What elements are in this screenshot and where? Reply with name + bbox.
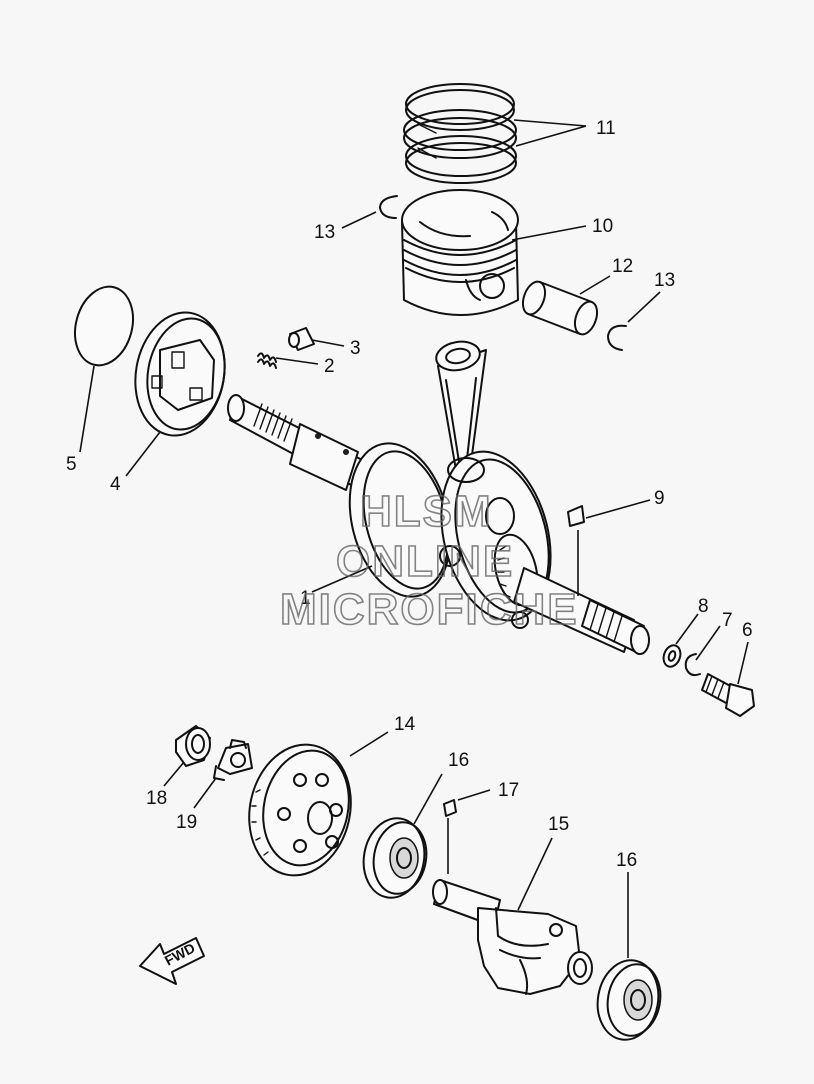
- callout-3: 3: [350, 338, 361, 359]
- callout-5: 5: [66, 454, 77, 475]
- callout-7: 7: [722, 610, 733, 631]
- balancer-gear: [248, 743, 352, 877]
- callout-10: 10: [592, 216, 613, 237]
- callout-14: 14: [394, 714, 416, 735]
- watermark: HLSM ONLINE MICROFICHE: [279, 486, 579, 635]
- leader-lines: [79, 119, 749, 958]
- callout-9: 9: [654, 488, 665, 509]
- bearing-left: [362, 817, 428, 899]
- woodruff-key: [567, 505, 585, 527]
- fwd-arrow-icon: FWD: [139, 937, 205, 985]
- callout-labels: 11 10 13 12 13 3 2 5 4 1 9 8 7 6 14 16 1…: [66, 118, 753, 871]
- callout-17: 17: [498, 780, 519, 801]
- watermark-line3: MICROFICHE: [280, 585, 579, 634]
- thrust-washer: [74, 285, 134, 367]
- callout-12: 12: [612, 256, 633, 277]
- crankshaft: [227, 340, 650, 655]
- nut: [175, 725, 211, 767]
- piston-pin: [521, 280, 599, 336]
- lock-washer-tab: [213, 739, 253, 781]
- watermark-line2: ONLINE: [336, 537, 514, 586]
- callout-16b: 16: [616, 850, 637, 871]
- callout-13a: 13: [314, 222, 335, 243]
- piston-rings: [403, 83, 517, 184]
- lock-washer: [684, 653, 701, 677]
- callout-1: 1: [300, 588, 311, 609]
- callout-11: 11: [596, 118, 616, 139]
- callout-2: 2: [324, 356, 335, 377]
- circlips: [379, 195, 627, 351]
- callout-8: 8: [698, 596, 709, 617]
- piston: [401, 189, 519, 316]
- bearing-right: [596, 959, 662, 1041]
- key: [443, 799, 457, 817]
- rotor-plate: [134, 311, 226, 437]
- callout-19: 19: [176, 812, 197, 833]
- callout-15: 15: [548, 814, 569, 835]
- bolt: [701, 673, 755, 717]
- spring: [257, 352, 277, 369]
- callout-6: 6: [742, 620, 753, 641]
- callout-18: 18: [146, 788, 167, 809]
- watermark-line1: HLSM: [360, 487, 493, 536]
- callout-16a: 16: [448, 750, 469, 771]
- callout-13b: 13: [654, 270, 675, 291]
- callout-4: 4: [110, 474, 121, 495]
- dowel-pin: [288, 327, 315, 351]
- washer: [662, 644, 682, 668]
- balancer-shaft: [432, 879, 593, 995]
